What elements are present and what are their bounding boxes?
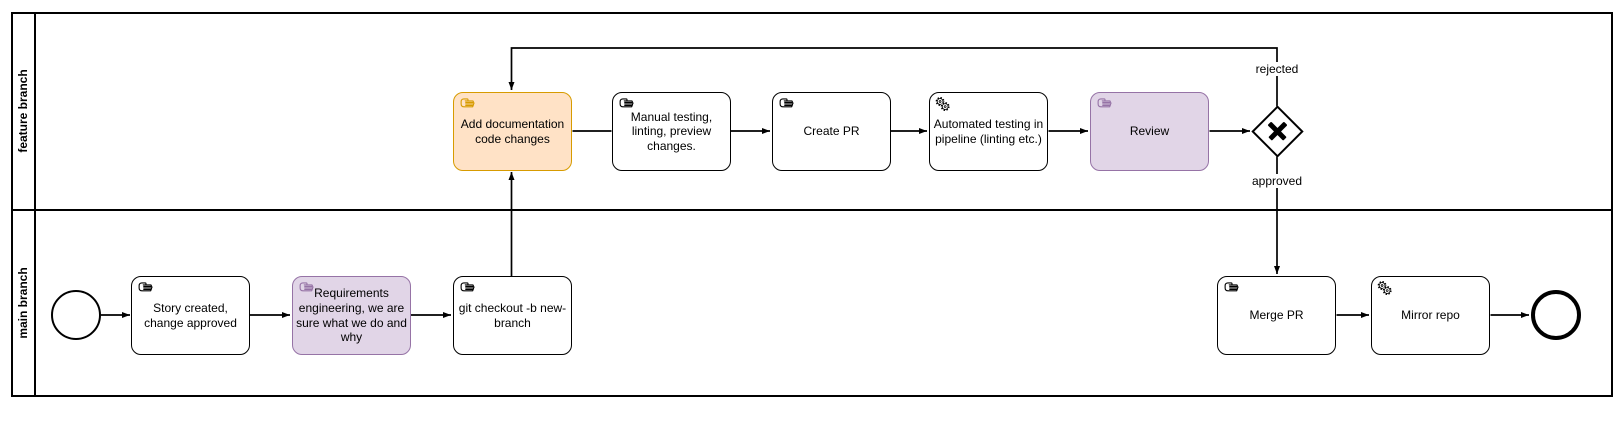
task-automated-testing[interactable]: Automated testing in pipeline (linting e… [929,92,1048,171]
task-review[interactable]: Review [1090,92,1209,171]
flow-label-approved: approved [1248,174,1306,188]
task-label: Manual testing, linting, preview changes… [630,109,713,153]
manual-task-hand-icon [1097,98,1112,108]
task-create-pr[interactable]: Create PR [772,92,891,171]
manual-task-hand-icon [779,98,794,108]
task-label: git checkout -b new-branch [458,300,567,330]
task-label: Create PR [803,124,860,139]
lane-label-divider [34,12,36,397]
task-story-created[interactable]: Story created, change approved [131,276,250,355]
manual-task-hand-icon [460,282,475,292]
task-label: Add documentation code changes [460,116,565,146]
task-requirements-engineering[interactable]: Requirements engineering, we are sure wh… [292,276,411,355]
task-git-checkout[interactable]: git checkout -b new-branch [453,276,572,355]
task-manual-testing[interactable]: Manual testing, linting, preview changes… [612,92,731,171]
start-event[interactable] [51,290,101,340]
lane-label-feature-branch: feature branch [16,69,30,153]
task-label: Review [1129,124,1170,139]
task-label: Merge PR [1249,308,1304,323]
task-add-documentation[interactable]: Add documentation code changes [453,92,572,171]
task-merge-pr[interactable]: Merge PR [1217,276,1336,355]
lane-divider [11,209,1613,211]
task-label: Automated testing in pipeline (linting e… [933,116,1044,146]
manual-task-hand-icon [619,98,634,108]
task-label: Mirror repo [1401,308,1460,323]
lane-label-main-branch: main branch [16,267,30,339]
task-mirror-repo[interactable]: Mirror repo [1371,276,1490,355]
end-event[interactable] [1531,290,1581,340]
manual-task-hand-icon [460,98,475,108]
manual-task-hand-icon [138,282,153,292]
manual-task-hand-icon [1224,282,1239,292]
flow-label-rejected: rejected [1252,62,1302,76]
task-label: Story created, change approved [144,300,237,330]
service-task-gear-icon [935,97,950,112]
service-task-gear-icon [1377,281,1392,296]
task-label: Requirements engineering, we are sure wh… [296,286,407,345]
manual-task-hand-icon [299,282,314,292]
